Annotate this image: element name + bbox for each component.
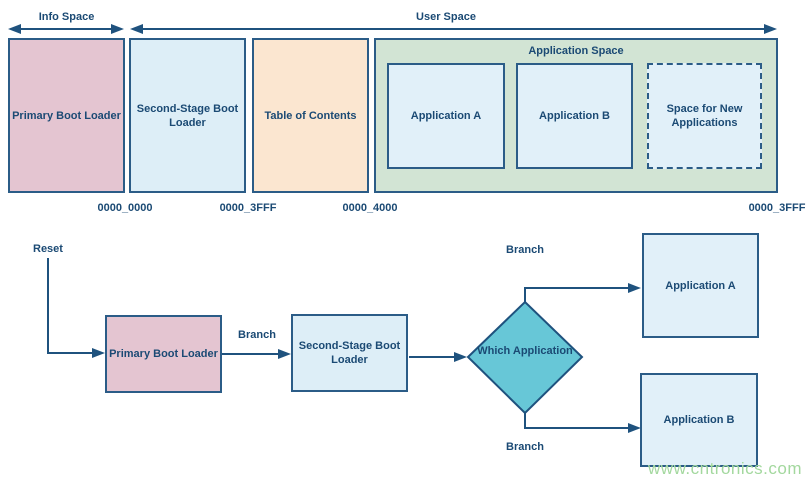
address-label-1: 0000_3FFF <box>219 202 277 214</box>
branch-label-mid: Branch <box>238 329 276 341</box>
application-space-label: Application Space <box>528 45 624 57</box>
flow-node-application-b: Application B <box>640 373 758 467</box>
flow-node-label: Primary Boot Loader <box>109 348 218 360</box>
address-label-0: 0000_0000 <box>97 202 153 214</box>
flow-node-primary-boot-loader: Primary Boot Loader <box>105 315 222 393</box>
application-slot-new-apps: Space for New Applications <box>647 63 762 169</box>
branch-label-bottom: Branch <box>506 441 544 453</box>
decision-label: Which Application <box>477 345 573 357</box>
app-a-arrowhead <box>628 283 641 293</box>
decision-in-arrowhead <box>454 352 467 362</box>
application-slot-b: Application B <box>516 63 633 169</box>
memory-block-label: Second-Stage Boot Loader <box>136 102 239 129</box>
application-slot-a: Application A <box>387 63 505 169</box>
decision-to-app-a-connector <box>524 287 629 302</box>
memory-block-label: Primary Boot Loader <box>12 109 121 122</box>
memory-block-label: Table of Contents <box>264 109 357 122</box>
flow-node-application-a: Application A <box>642 233 759 338</box>
site-watermark: www.cntronics.com <box>648 459 802 478</box>
user-arrowhead-right <box>764 24 777 34</box>
address-label-2: 0000_4000 <box>342 202 398 214</box>
memory-block-second-stage-boot-loader: Second-Stage Boot Loader <box>129 38 246 193</box>
flow-node-second-stage-boot-loader: Second-Stage Boot Loader <box>291 314 408 392</box>
info-space-label: Info Space <box>38 11 95 23</box>
memory-block-primary-boot-loader: Primary Boot Loader <box>8 38 125 193</box>
application-slot-label: Application B <box>539 110 610 122</box>
reset-label: Reset <box>33 243 63 255</box>
reset-arrowhead <box>92 348 105 358</box>
decision-to-app-b-connector <box>524 413 629 429</box>
memory-block-table-of-contents: Table of Contents <box>252 38 369 193</box>
application-slot-label: Space for New Applications <box>666 103 743 129</box>
address-label-3: 0000_3FFF <box>748 202 806 214</box>
user-space-label: User Space <box>416 11 476 23</box>
info-arrowhead-left <box>8 24 21 34</box>
flow-node-label: Application B <box>663 414 735 426</box>
branch-mid-arrowhead <box>278 349 291 359</box>
user-arrowhead-left <box>130 24 143 34</box>
flow-node-label: Application A <box>665 279 736 292</box>
application-slot-label: Application A <box>410 110 482 122</box>
info-arrowhead-right <box>111 24 124 34</box>
branch-label-top: Branch <box>506 244 544 256</box>
reset-connector <box>47 258 93 354</box>
flow-node-label: Second-Stage Boot Loader <box>298 340 401 366</box>
